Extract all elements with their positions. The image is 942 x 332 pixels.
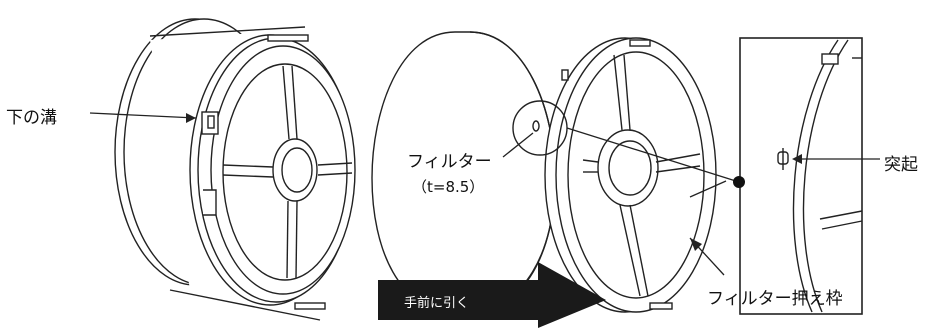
frame-arrowhead [690,238,702,251]
frame-leader-mid [689,180,727,198]
holder-frame [532,37,717,313]
callout-line [566,127,740,183]
pull-direction-label: 手前に引く [404,296,470,311]
filter-label: フィルター [407,152,492,172]
filter-thickness-label: （t=8.5） [412,178,485,196]
protrusion-arrowhead [792,154,802,164]
filter-disc [371,31,556,313]
protrusion-label: 突起 [884,155,918,175]
groove-label: 下の溝 [6,108,57,128]
callout-dot [733,176,745,188]
filter-leader [502,132,534,158]
holder-frame-label: フィルター押え枠 [707,289,843,309]
magnified-inset [739,37,863,315]
groove-leader [89,112,197,119]
housing-case [114,18,356,321]
pull-arrow [378,262,606,328]
groove-arrowhead [186,113,196,123]
